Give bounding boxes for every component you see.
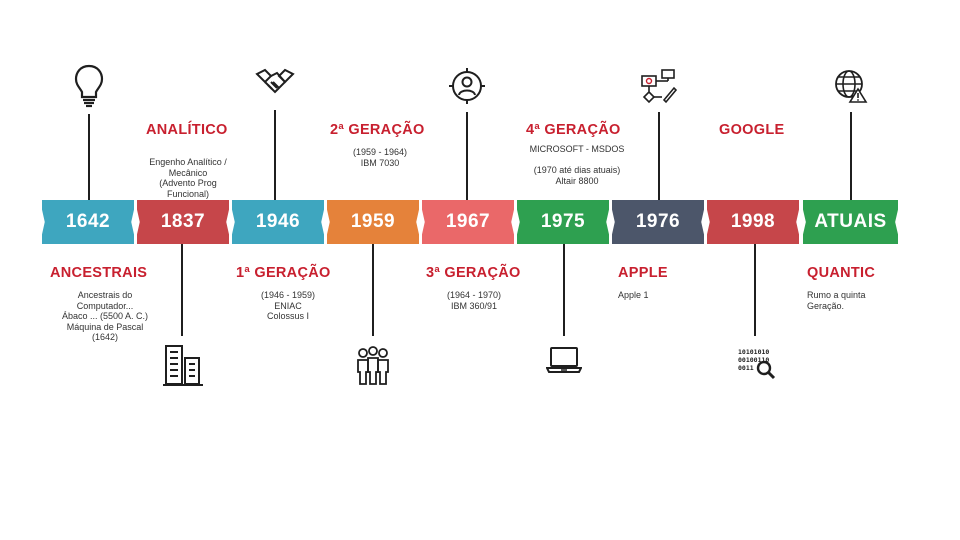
year-segment-atuais: ATUAIS (803, 200, 898, 244)
details-4a-geracao: MICROSOFT - MSDOS (1970 até dias atuais)… (529, 144, 625, 186)
details-apple: Apple 1 (618, 290, 649, 300)
flowchart-icon (640, 68, 678, 106)
handshake-icon (255, 66, 295, 102)
globe-warning-icon (833, 68, 869, 104)
heading-analitico: ANALÍTICO (146, 122, 228, 138)
heading-2a-geracao: 2ª GERAÇÃO (330, 122, 425, 138)
year-segment-1959: 1959 (327, 200, 419, 244)
year-segment-1975: 1975 (517, 200, 609, 244)
heading-apple: APPLE (618, 265, 668, 281)
buildings-icon (163, 344, 203, 386)
connector-line-1959 (372, 244, 374, 336)
people-icon (356, 346, 390, 386)
connector-line-1976 (658, 112, 660, 200)
year-segment-1946: 1946 (232, 200, 324, 244)
connector-line-1642 (88, 114, 90, 200)
heading-google: GOOGLE (719, 122, 785, 138)
binary-search-icon: 10101010 00100110 0011 (738, 346, 780, 382)
user-target-icon (449, 68, 485, 104)
lightbulb-icon (72, 62, 106, 108)
binary-line-3: 0011 (738, 364, 754, 372)
laptop-icon (546, 346, 582, 374)
connector-line-1998 (754, 244, 756, 336)
details-2a-geracao: (1959 - 1964) IBM 7030 (352, 147, 408, 168)
heading-3a-geracao: 3ª GERAÇÃO (426, 265, 521, 281)
binary-line-2: 00100110 (738, 356, 769, 364)
year-segment-1998: 1998 (707, 200, 799, 244)
connector-line-atuais (850, 112, 852, 200)
year-segment-1967: 1967 (422, 200, 514, 244)
year-segment-1642: 1642 (42, 200, 134, 244)
year-segment-1976: 1976 (612, 200, 704, 244)
details-1a-geracao: (1946 - 1959) ENIAC Colossus I (260, 290, 316, 321)
connector-line-1967 (466, 112, 468, 200)
details-3a-geracao: (1964 - 1970) IBM 360/91 (446, 290, 502, 311)
connector-line-1946 (274, 110, 276, 200)
heading-1a-geracao: 1ª GERAÇÃO (236, 265, 331, 281)
connector-line-1837 (181, 244, 183, 336)
heading-4a-geracao: 4ª GERAÇÃO (526, 122, 621, 138)
heading-ancestrais: ANCESTRAIS (50, 265, 148, 281)
heading-quantic: QUANTIC (807, 265, 876, 281)
details-ancestrais: Ancestrais do Computador... Ábaco ... (5… (61, 290, 149, 342)
details-analitico: Engenho Analítico / Mecânico (Advento Pr… (149, 157, 227, 199)
year-segment-1837: 1837 (137, 200, 229, 244)
details-quantic: Rumo a quinta Geração. (807, 290, 866, 311)
connector-line-1975 (563, 244, 565, 336)
binary-line-1: 10101010 (738, 348, 769, 356)
